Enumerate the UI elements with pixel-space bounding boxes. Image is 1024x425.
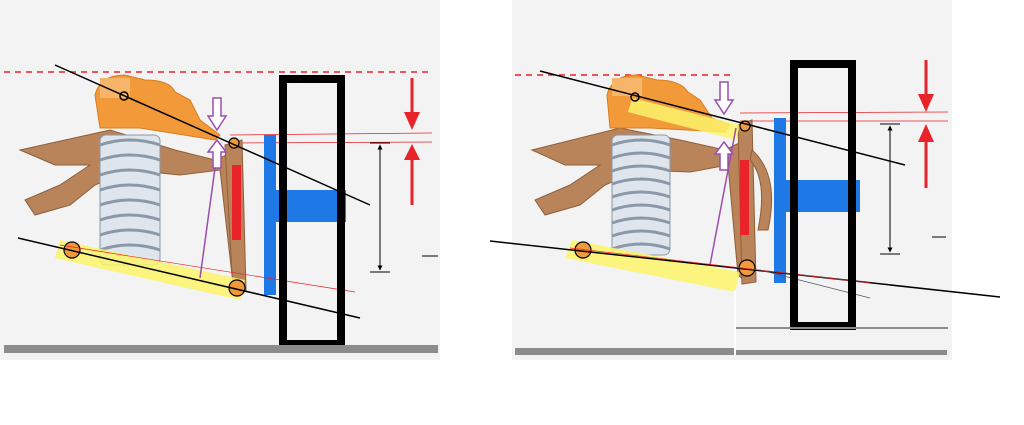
left-panel [0, 0, 440, 360]
right-red-reference-line-upper [739, 111, 949, 114]
left-red-part [232, 165, 241, 240]
right-red-thin-line [569, 247, 871, 284]
right-red-part [740, 160, 749, 235]
left-ground-bar [4, 345, 438, 353]
left-red-reference-line-lower [229, 141, 433, 144]
left-blue-part [264, 135, 346, 295]
left-frame [279, 75, 345, 348]
right-purple-link-line [709, 127, 737, 266]
right-blue-part [774, 118, 860, 283]
left-spring [99, 134, 161, 266]
left-purple-arrows [206, 97, 228, 169]
right-spring [611, 134, 671, 256]
left-red-reference-line-upper [229, 132, 433, 136]
left-pivot-top [119, 91, 129, 101]
left-red-thin-line [59, 244, 356, 293]
left-guide-line-lower [17, 237, 361, 319]
left-panel-background [0, 0, 440, 360]
right-upper-lever-highlight [628, 98, 740, 140]
left-red-gap-indicator [404, 78, 420, 205]
left-guide-line-upper [54, 64, 371, 206]
right-ground-bar-left [515, 348, 735, 355]
right-red-gap-indicator [918, 60, 934, 188]
right-guide-line-upper [539, 70, 906, 166]
right-lower-lever-highlight [565, 240, 740, 292]
right-purple-arrows [713, 81, 735, 171]
right-guide-line-lower [489, 240, 1001, 298]
right-frame [790, 60, 856, 330]
right-panel [489, 0, 1001, 360]
left-lower-lever-highlight [55, 240, 245, 300]
right-ground-bar-right [735, 350, 947, 355]
